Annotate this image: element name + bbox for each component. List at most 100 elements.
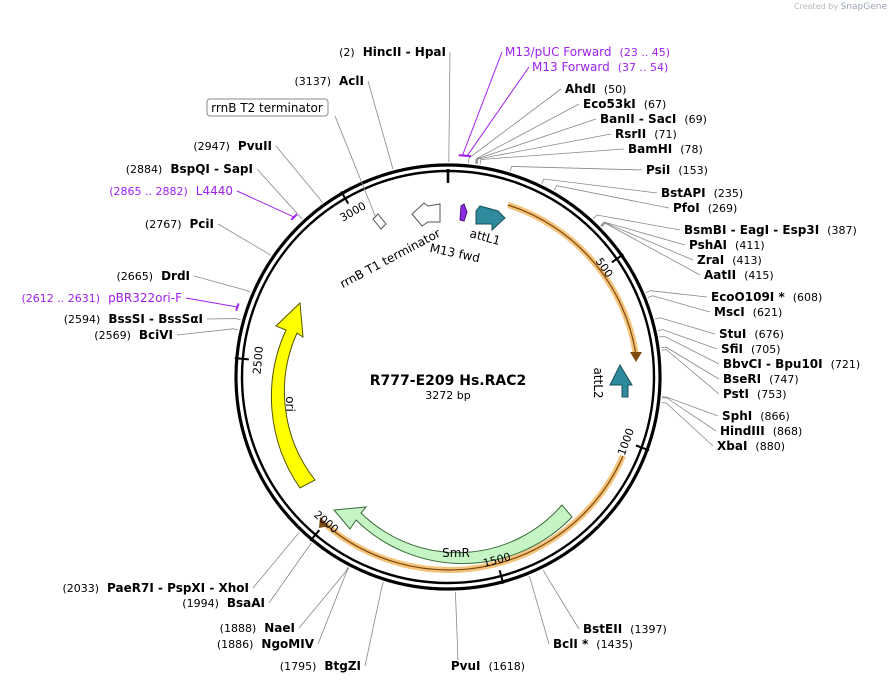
enzyme-label: (2665)DrdI (116, 269, 190, 283)
enzyme-label: (1886)NgoMIV (217, 637, 315, 651)
primer-range: (37 .. 54) (618, 61, 669, 74)
enzyme-position: (413) (732, 254, 762, 267)
primer-range: (2612 .. 2631) (22, 292, 101, 305)
enzyme-label: RsrII(71) (615, 127, 677, 141)
ori-feature (270, 301, 316, 489)
leader-line (206, 318, 241, 321)
enzyme-label: PfoI(269) (673, 201, 737, 215)
enzyme-name: BsmBI - EagI - Esp3I (684, 223, 819, 237)
leader-line (364, 581, 384, 667)
enzyme-position: (721) (831, 358, 861, 371)
enzyme-position: (705) (751, 343, 781, 356)
enzyme-name: BanII - SacI (600, 112, 676, 126)
attl1-label: attL1 (468, 226, 502, 248)
leader-line (448, 51, 451, 163)
primer-range: (2865 .. 2882) (109, 185, 188, 198)
enzyme-label: (1994)BsaAI (182, 596, 265, 610)
enzyme-label: BanII - SacI(69) (600, 112, 707, 126)
enzyme-name: BclI * (553, 637, 589, 651)
enzyme-label: (1795)BtgZI (280, 659, 361, 673)
m13-fwd-feature (459, 203, 468, 222)
leader-line (193, 275, 251, 293)
enzyme-name: MscI (714, 305, 745, 319)
enzyme-label: (3137) AclI (294, 74, 364, 88)
enzyme-label: BstEII(1397) (583, 622, 667, 636)
enzyme-position: (621) (753, 306, 783, 319)
leader-line (661, 402, 714, 447)
enzyme-name: NgoMIV (261, 637, 314, 651)
primer-bind-mark (290, 213, 298, 221)
enzyme-label: ZraI(413) (697, 253, 762, 267)
enzyme-name: BsaAI (227, 596, 265, 610)
enzyme-name: PstI (723, 387, 749, 401)
enzyme-label: StuI(676) (719, 327, 784, 341)
leader-line (475, 103, 580, 164)
enzyme-position: (2569) (94, 329, 131, 342)
enzyme-position: (71) (654, 128, 677, 141)
enzyme-label: PvuI(1618) (451, 659, 525, 673)
enzyme-name: BssSI - BssSαI (108, 312, 203, 326)
enzyme-position: (387) (827, 224, 857, 237)
leader-line (455, 591, 459, 661)
smr-label: SmR (442, 546, 470, 560)
leader-line (476, 133, 612, 165)
enzyme-label: HindIII(868) (720, 424, 802, 438)
primer-name: L4440 (196, 184, 233, 198)
primer-leader (236, 190, 295, 218)
attl1-feature (475, 205, 506, 232)
enzyme-name: AclI (339, 74, 364, 88)
enzyme-name: NaeI (264, 621, 295, 635)
leader-line (317, 567, 350, 645)
enzyme-position: (1795) (280, 660, 317, 673)
enzyme-label: (2594) BssSI - BssSαI (64, 312, 203, 326)
enzyme-label: BclI *(1435) (553, 637, 633, 651)
primer-name: pBR322ori-F (108, 291, 182, 305)
enzyme-position: (3137) (294, 75, 331, 88)
enzyme-position: (880) (755, 440, 785, 453)
plasmid-name: R777-E209 Hs.RAC2 (370, 373, 526, 389)
tick-mark (635, 444, 650, 452)
primer-name: M13/pUC Forward (505, 45, 612, 59)
enzyme-position: (747) (769, 373, 799, 386)
enzyme-position: (1888) (220, 622, 257, 635)
enzyme-position: (676) (754, 328, 784, 341)
leader-line (645, 290, 708, 298)
leader-line (268, 542, 312, 604)
enzyme-label: (1888) NaeI (220, 621, 295, 635)
enzyme-label: (2767)PciI (145, 217, 214, 231)
attl2-feature (609, 363, 633, 398)
tick-mark (234, 357, 249, 361)
enzyme-name: AatII (704, 268, 736, 282)
smr-feature (333, 504, 573, 565)
enzyme-position: (608) (793, 291, 823, 304)
enzyme-position: (235) (714, 187, 744, 200)
enzyme-name: BspQI - SapI (170, 162, 253, 176)
enzyme-name: BseRI (723, 372, 761, 386)
enzyme-label: XbaI(880) (717, 439, 785, 453)
enzyme-position: (2594) (64, 313, 101, 326)
enzyme-name: DrdI (161, 269, 190, 283)
enzyme-label: (2569)BciVI (94, 328, 173, 342)
enzyme-label: BbvCI - Bpu10I(721) (723, 357, 860, 371)
tick-mark (498, 569, 505, 585)
enzyme-name: BstAPI (661, 186, 706, 200)
leader-line (662, 396, 719, 417)
attl2-label: attL2 (591, 367, 605, 398)
label-leaders (176, 51, 720, 667)
orf-arc-right (507, 202, 642, 362)
rrnb-t2-callout: rrnB T2 terminator (206, 98, 329, 117)
enzyme-label: SphI(866) (722, 409, 790, 423)
enzyme-name: PfoI (673, 201, 700, 215)
enzyme-name: PaeR7I - PspXI - XhoI (107, 581, 249, 595)
enzyme-label: (2947)PvuII (193, 139, 272, 153)
leader-line (541, 178, 658, 194)
primer-leader (462, 51, 503, 156)
rrnb-t2-label: rrnB T2 terminator (211, 101, 323, 115)
rrnb-t1-label: rrnB T1 terminator (338, 226, 443, 291)
enzyme-name: SfiI (721, 342, 743, 356)
enzyme-name: HincII - HpaI (363, 45, 446, 59)
enzyme-name: AhdI (565, 82, 596, 96)
leader-line (661, 349, 720, 395)
enzyme-position: (753) (757, 388, 787, 401)
enzyme-label: EcoO109I *(608) (711, 290, 822, 304)
